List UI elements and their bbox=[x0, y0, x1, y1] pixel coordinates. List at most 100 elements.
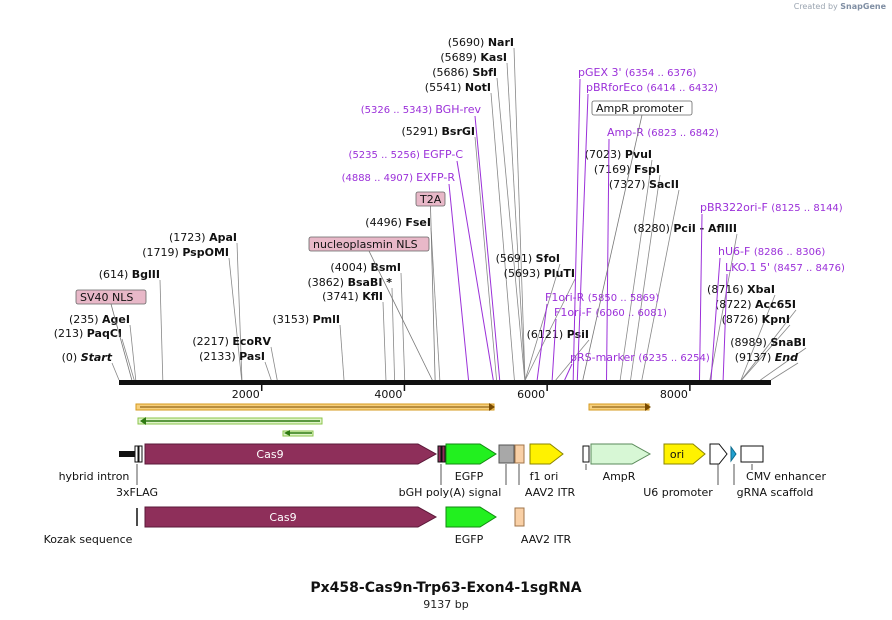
site-label-nari: (5690) NarI bbox=[448, 36, 514, 49]
site-name: KflI bbox=[362, 290, 383, 303]
site-name: BsrGI bbox=[442, 125, 475, 138]
site-position: (3741) bbox=[322, 290, 362, 303]
site-position: (7169) bbox=[594, 163, 634, 176]
site-position: (5690) bbox=[448, 36, 488, 49]
cas9-orf-label: Cas9 bbox=[269, 511, 296, 524]
site-position: (0) bbox=[62, 351, 81, 364]
boxed-label-ampr-promoter: AmpR promoter bbox=[582, 100, 693, 381]
site-name: PciI - AflIII bbox=[673, 222, 737, 235]
primer-range: (8457 .. 8476) bbox=[773, 263, 845, 274]
site-name: PspOMI bbox=[182, 246, 229, 259]
boxed-label-text: T2A bbox=[419, 193, 442, 206]
site-leader bbox=[400, 272, 406, 381]
primer-range: (6354 .. 6376) bbox=[625, 68, 697, 79]
site-label-pcii-afliii: (8280) PciI - AflIII bbox=[633, 222, 737, 235]
site-leader bbox=[159, 279, 164, 381]
site-leader bbox=[228, 257, 243, 381]
site-label-snabi: (8989) SnaBI bbox=[730, 336, 806, 349]
site-position: (8726) bbox=[722, 313, 762, 326]
watermark-created-by: Created by bbox=[793, 2, 838, 11]
site-label-paqci: (213) PaqCI bbox=[54, 327, 122, 340]
flag-label: 3xFLAG bbox=[116, 486, 158, 499]
site-label-apai: (1723) ApaI bbox=[169, 231, 237, 244]
primer-label-pbrforeco: pBRforEco (6414 .. 6432) bbox=[586, 81, 718, 94]
site-leader bbox=[111, 362, 120, 381]
site-leader bbox=[236, 242, 243, 381]
flag-block-2 bbox=[138, 445, 143, 463]
site-name: ApaI bbox=[209, 231, 237, 244]
site-label-acc65i: (8722) Acc65I bbox=[715, 298, 796, 311]
site-leader bbox=[513, 47, 526, 381]
primer-label-egfp-c: (5235 .. 5256) EGFP-C bbox=[349, 148, 464, 161]
primer-leader bbox=[474, 115, 501, 381]
site-name: AgeI bbox=[102, 313, 130, 326]
primer-name: pBR322ori-F bbox=[700, 201, 771, 214]
nls-block bbox=[437, 445, 442, 463]
site-lines bbox=[111, 47, 807, 381]
site-name: NarI bbox=[488, 36, 514, 49]
aav2-itr-orf-block bbox=[514, 507, 525, 527]
primer-leader bbox=[564, 363, 573, 381]
site-position: (1723) bbox=[169, 231, 209, 244]
ampr-arrow bbox=[590, 443, 652, 465]
site-leader bbox=[770, 362, 799, 381]
site-position: (235) bbox=[69, 313, 102, 326]
site-label-pspomi: (1719) PspOMI bbox=[142, 246, 229, 259]
site-leader bbox=[760, 347, 807, 381]
site-position: (2133) bbox=[199, 350, 239, 363]
primer-name: EGFP-C bbox=[423, 148, 463, 161]
site-position: (4496) bbox=[365, 216, 405, 229]
primer-name: pRS-marker bbox=[570, 351, 638, 364]
site-name: PaqCI bbox=[87, 327, 122, 340]
ori-arrow bbox=[663, 443, 706, 465]
primer-name: hU6-F bbox=[718, 245, 754, 258]
site-position: (213) bbox=[54, 327, 87, 340]
egfp-label: EGFP bbox=[455, 470, 484, 483]
site-label-agei: (235) AgeI bbox=[69, 313, 130, 326]
site-leader bbox=[121, 338, 135, 381]
site-name: BsmI bbox=[371, 261, 402, 274]
site-label-pvui: (7023) PvuI bbox=[585, 148, 652, 161]
boxed-label-text: nucleoplasmin NLS bbox=[313, 238, 418, 251]
boxed-label-text: SV40 NLS bbox=[80, 291, 133, 304]
site-label-kpni: (8726) KpnI bbox=[722, 313, 790, 326]
site-leader bbox=[740, 294, 776, 381]
boxed-label-t2a: T2A bbox=[415, 191, 446, 381]
site-position: (2217) bbox=[192, 335, 232, 348]
primer-range: (5326 .. 5343) bbox=[361, 105, 436, 116]
orf-track: Cas9 Kozak sequence EGFP AAV2 ITR bbox=[44, 506, 571, 546]
site-name: PmlI bbox=[313, 313, 340, 326]
cmv-enhancer-label: CMV enhancer bbox=[746, 470, 826, 483]
site-leader bbox=[619, 159, 653, 381]
ruler-tick-label: 8000 bbox=[660, 388, 688, 401]
primer-range: (6235 .. 6254) bbox=[638, 353, 710, 364]
site-label-pluti: (5693) PluTI bbox=[504, 267, 575, 280]
site-label-kfli: (3741) KflI bbox=[322, 290, 383, 303]
site-position: (8280) bbox=[633, 222, 673, 235]
site-label-bsabi: (3862) BsaBI * bbox=[308, 276, 393, 289]
primer-lines bbox=[448, 78, 728, 381]
primer-leader bbox=[698, 213, 703, 381]
site-label-sacii: (7327) SacII bbox=[609, 178, 679, 191]
site-label-ecorv: (2217) EcoRV bbox=[192, 335, 271, 348]
site-name: PluTI bbox=[544, 267, 575, 280]
site-name: PsiI bbox=[567, 328, 589, 341]
bgh-block bbox=[498, 444, 515, 464]
site-label-sbfi: (5686) SbfI bbox=[432, 66, 497, 79]
primer-labels: (5326 .. 5343) BGH-rev (5235 .. 5256) EGF… bbox=[342, 66, 845, 364]
sequence-backbone bbox=[119, 380, 771, 385]
t2a-block bbox=[441, 445, 446, 463]
u6-promoter-arrow bbox=[709, 443, 728, 465]
boxed-feature-labels: SV40 NLS T2A nucleoplasmin NLS AmpR promote… bbox=[75, 100, 693, 381]
boxed-label-nucleoplasmin-nls: nucleoplasmin NLS bbox=[308, 236, 433, 381]
primer-name: F1ori-R bbox=[545, 291, 588, 304]
plasmid-length: 9137 bp bbox=[423, 598, 469, 611]
site-leader bbox=[430, 227, 441, 381]
primer-name: BGH-rev bbox=[435, 103, 481, 116]
boxed-label-text: AmpR promoter bbox=[596, 102, 684, 115]
primer-label-f1ori-r: F1ori-R (5850 .. 5869) bbox=[545, 291, 659, 304]
primer-leader bbox=[551, 318, 557, 381]
site-name: End bbox=[775, 351, 798, 364]
site-leader bbox=[741, 324, 791, 381]
